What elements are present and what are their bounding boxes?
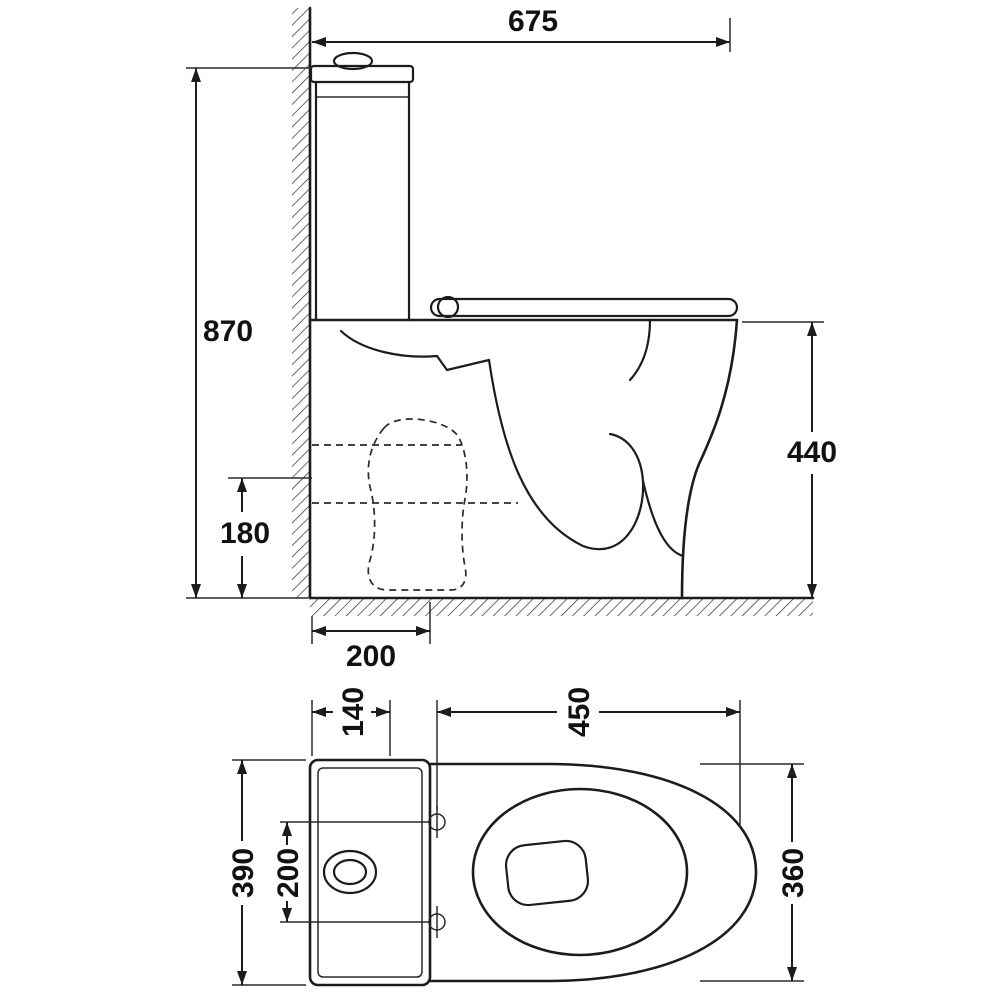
floor-hatch — [310, 598, 813, 616]
cistern-outline-plan — [308, 758, 432, 987]
dim-hole-spacing: 200 — [272, 822, 305, 922]
dim-pan-width: 360 — [700, 763, 810, 982]
dim-overall-width: 675 — [312, 5, 731, 52]
wall-hatch — [292, 8, 310, 598]
trap-weir-curve — [641, 479, 685, 558]
pan-plan — [280, 762, 758, 983]
dim-rim-height: 440 — [742, 321, 837, 598]
dim-label-200-holes: 200 — [272, 848, 305, 898]
dim-label-440: 440 — [787, 436, 837, 469]
seat-hinge — [436, 295, 460, 319]
pan-side — [308, 295, 739, 600]
plan-view: 140 450 390 200 — [227, 687, 810, 987]
flush-button-outer — [322, 849, 378, 895]
cistern-plan — [308, 758, 432, 987]
dim-cistern-depth: 140 — [311, 687, 391, 756]
seat-side — [429, 297, 739, 318]
cistern-lid-plan — [317, 767, 423, 978]
dim-label-140: 140 — [337, 687, 370, 737]
dim-cistern-width: 390 — [227, 759, 306, 986]
flush-button-inner — [332, 858, 368, 886]
seat-opening-plan — [471, 787, 689, 957]
dim-label-870: 870 — [203, 315, 253, 348]
side-view: 675 870 440 180 200 — [186, 5, 837, 673]
cistern-lid-side — [309, 64, 415, 84]
dim-outlet-height: 180 — [220, 477, 312, 598]
dim-label-390: 390 — [227, 848, 260, 898]
dim-label-360: 360 — [777, 848, 810, 898]
dim-label-450: 450 — [563, 687, 596, 737]
dim-label-180: 180 — [220, 517, 270, 550]
flush-button-side — [332, 51, 374, 71]
dim-label-200-setout: 200 — [346, 640, 396, 673]
pan-back-profile — [680, 318, 739, 600]
rim-inner-curve — [339, 329, 491, 372]
trap-hidden-outline — [367, 418, 468, 591]
dim-pan-length: 450 — [436, 687, 741, 828]
pan-outline-plan — [428, 762, 758, 983]
cistern-side — [309, 51, 415, 322]
bowl-basin-curve — [487, 358, 645, 551]
dim-overall-height: 870 — [186, 67, 312, 599]
dim-outlet-setout: 200 — [311, 602, 431, 673]
outlet-plan — [504, 839, 590, 907]
rim-back-inner-curve — [628, 318, 652, 382]
dim-label-675: 675 — [508, 5, 558, 38]
